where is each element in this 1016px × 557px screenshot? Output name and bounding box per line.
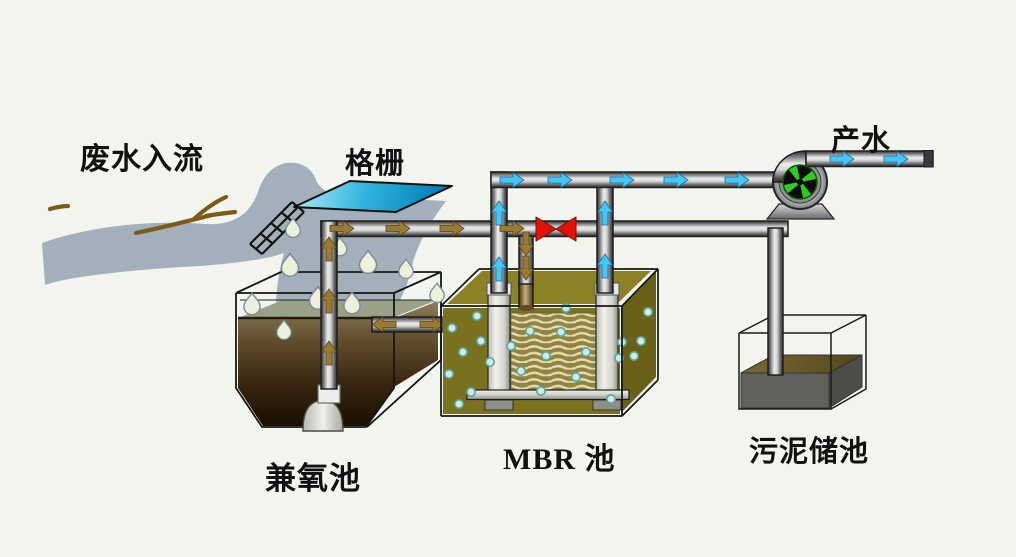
label-facultative-tank: 兼氧池 bbox=[265, 461, 361, 496]
sludge-storage-tank bbox=[738, 314, 867, 410]
bubble-icon bbox=[524, 325, 536, 337]
bubble-icon bbox=[505, 340, 517, 352]
feed-pipe-tip bbox=[518, 305, 534, 311]
bubble-icon bbox=[642, 306, 654, 318]
bubble-icon bbox=[605, 393, 617, 405]
sludge-drop-pipe bbox=[767, 227, 784, 376]
bubble-icon bbox=[535, 385, 547, 397]
bubble-icon bbox=[457, 346, 469, 358]
bubble-icon bbox=[560, 302, 572, 314]
bubble-icon bbox=[475, 335, 487, 347]
bubble-icon bbox=[471, 310, 483, 322]
suction-pump bbox=[765, 150, 934, 220]
bubble-icon bbox=[515, 365, 527, 377]
sludge-pile-side bbox=[828, 354, 863, 409]
label-influent: 废水入流 bbox=[80, 143, 204, 176]
bubble-icon bbox=[446, 322, 458, 334]
bubble-icon bbox=[628, 350, 640, 362]
label-bar-screen: 格栅 bbox=[345, 148, 406, 180]
bubble-icon bbox=[465, 386, 477, 398]
aeration-beam bbox=[466, 389, 630, 401]
recirculation-pipe bbox=[371, 316, 445, 333]
bar-screen bbox=[249, 180, 453, 255]
bubble-icon bbox=[484, 356, 496, 368]
debris-twigs-icon bbox=[47, 194, 238, 236]
bubble-icon bbox=[635, 335, 647, 347]
bubble-icon bbox=[580, 346, 592, 358]
mbr-tank bbox=[440, 268, 659, 417]
droplet-icon bbox=[243, 292, 261, 316]
bubble-icon bbox=[443, 368, 455, 380]
bubble-icon bbox=[540, 350, 552, 362]
bubble-icon bbox=[570, 371, 582, 383]
sludge-valve-icon bbox=[535, 216, 577, 242]
bubble-icon bbox=[453, 398, 465, 410]
mbr-liquid-surface bbox=[447, 271, 651, 304]
sludge-pile-front bbox=[740, 372, 830, 409]
label-mbr-tank: MBR 池 bbox=[503, 443, 616, 476]
bubble-icon bbox=[555, 326, 567, 338]
pipe-end-cap bbox=[923, 150, 934, 168]
droplet-icon bbox=[429, 282, 445, 304]
support-foot-left bbox=[484, 399, 514, 411]
mbr-feed-pipe-wet bbox=[518, 283, 534, 309]
bar-screen-plate bbox=[293, 180, 453, 213]
label-product-water: 产水 bbox=[831, 125, 892, 157]
pump-impeller-icon bbox=[782, 164, 818, 200]
label-sludge-tank: 污泥储池 bbox=[749, 436, 870, 468]
sludge-tank-wireframe bbox=[738, 314, 867, 410]
